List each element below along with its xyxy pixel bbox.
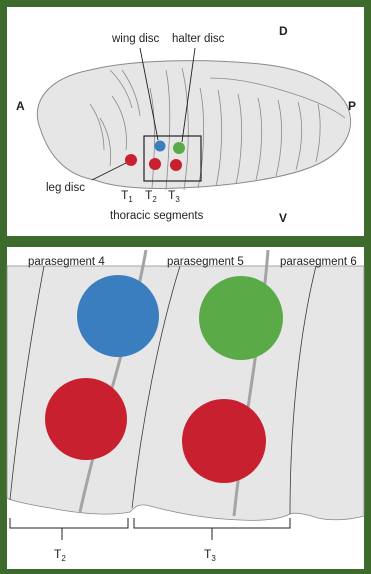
axis-posterior: P	[348, 99, 356, 113]
leg-disc-dot-t3	[170, 159, 182, 171]
haltere-disc-circle	[199, 276, 283, 360]
parasegment-label-6: parasegment 6	[280, 256, 357, 268]
axis-dorsal: D	[279, 24, 288, 38]
thoracic-segments-label: thoracic segments	[110, 210, 204, 222]
haltere-disc-dot	[173, 142, 185, 154]
wing-disc-label: wing disc	[111, 33, 160, 45]
parasegment-label-5: parasegment 5	[167, 256, 244, 268]
wing-disc-dot	[155, 141, 166, 152]
axis-anterior: A	[16, 99, 25, 113]
leg-disc-dot-t1	[125, 154, 137, 166]
embryo-body	[37, 61, 350, 189]
axis-ventral: V	[279, 211, 287, 225]
leg-disc-dot-t2	[149, 158, 161, 170]
haltere-disc-label: halter disc	[172, 33, 225, 45]
leg-disc-circle-t2	[45, 378, 127, 460]
leg-disc-circle-t3	[182, 399, 266, 483]
wing-disc-circle	[77, 275, 159, 357]
parasegment-label-4: parasegment 4	[28, 256, 105, 268]
leg-disc-label: leg disc	[46, 182, 85, 194]
